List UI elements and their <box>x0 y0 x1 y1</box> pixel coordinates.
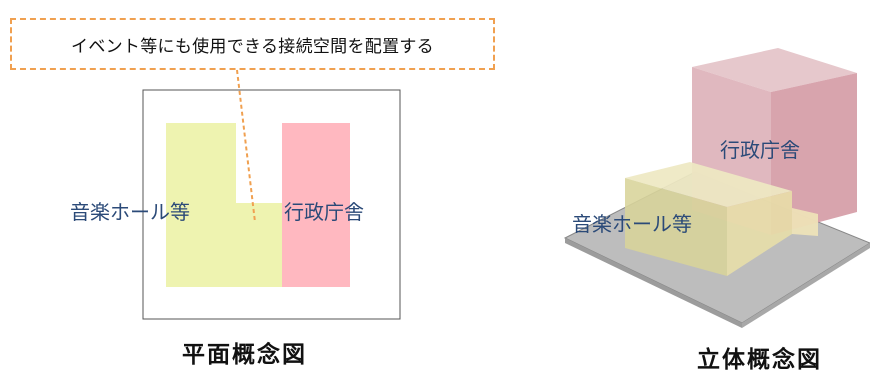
plan-label-music-hall: 音楽ホール等 <box>70 200 190 224</box>
iso-label-music-hall: 音楽ホール等 <box>572 212 692 236</box>
callout-text: イベント等にも使用できる接続空間を配置する <box>71 36 434 57</box>
iso-hall-front <box>625 178 727 276</box>
iso-hall-right <box>727 191 792 276</box>
iso-base-side-right <box>742 243 870 328</box>
plan-caption: 平面概念図 <box>182 342 307 368</box>
plan-hall-area <box>166 123 282 287</box>
iso-gov-top <box>692 48 857 92</box>
callout-leader-line <box>236 69 256 223</box>
iso-gov-right <box>771 73 857 235</box>
iso-connector <box>792 208 818 236</box>
plan-label-government-office: 行政庁舎 <box>284 200 364 224</box>
connection-space-callout: イベント等にも使用できる接続空間を配置する <box>10 18 495 70</box>
plan-gov-area <box>282 123 350 287</box>
iso-caption: 立体概念図 <box>697 347 822 373</box>
iso-hall-top <box>625 162 792 207</box>
iso-label-government-office: 行政庁舎 <box>720 138 800 162</box>
iso-base-side <box>565 238 742 328</box>
